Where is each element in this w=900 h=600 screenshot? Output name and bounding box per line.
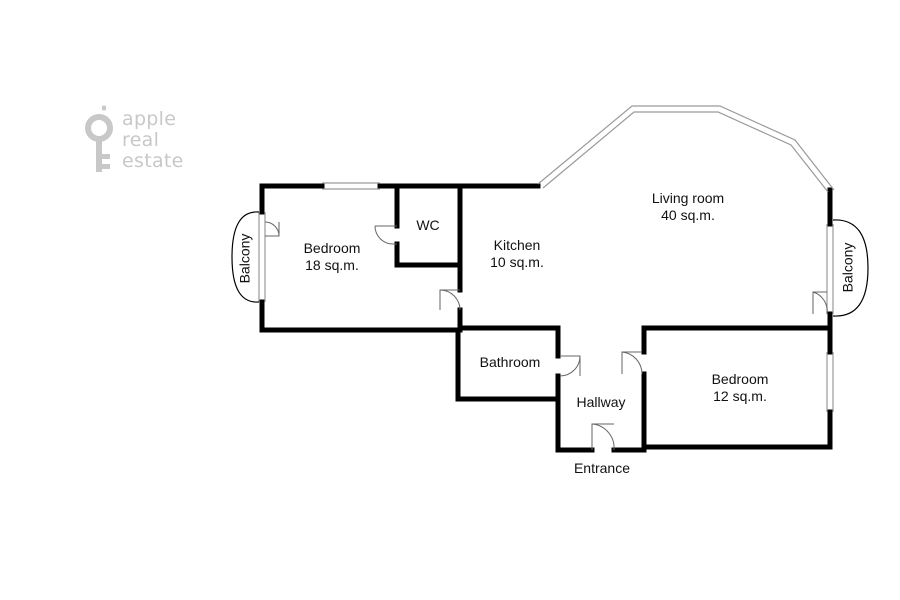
door-balcony-right [812,291,828,315]
doors [264,221,828,451]
room-bedroom-right-name: Bedroom [711,371,769,387]
room-bathroom-name: Bathroom [479,354,541,370]
window-bay-inner [542,111,829,193]
room-hallway-name: Hallway [576,394,626,410]
balcony-right-outline [832,219,869,317]
door-bathroom [559,355,581,377]
door-wc [374,225,397,245]
window-right-balcony [826,224,834,314]
window-left-balcony [258,212,266,302]
room-balcony-right: Balcony [840,238,857,298]
room-kitchen-area: 10 sq.m. [490,254,544,270]
room-living: Living room 40 sq.m. [636,190,740,224]
entrance-label-text: Entrance [573,460,631,476]
window-left-bedroom-top [322,182,380,190]
logo-line-3: estate [122,150,184,172]
door-entrance [591,423,615,451]
windows [258,105,835,412]
balconies [231,211,869,317]
room-bedroom-left: Bedroom 18 sq.m. [292,240,372,274]
logo-text: apple real estate [122,109,184,172]
room-hallway: Hallway [566,394,636,411]
room-living-name: Living room [651,190,725,206]
door-balcony-left [264,221,280,237]
room-kitchen-name: Kitchen [493,237,541,253]
balcony-left-outline [231,211,260,303]
window-bedroom12-right [826,352,834,412]
door-bedroom12 [621,351,643,375]
room-living-area: 40 sq.m. [661,207,715,223]
room-bedroom-left-name: Bedroom [303,240,361,256]
room-bathroom: Bathroom [466,354,554,371]
window-bay-outer [537,105,835,191]
logo-line-2: real [122,129,160,151]
logo-line-1: apple [122,108,177,130]
room-wc: WC [406,217,450,234]
door-kitchen [439,289,461,311]
entrance-label: Entrance [562,460,642,477]
room-balcony-right-name: Balcony [839,242,856,293]
room-balcony-left-name: Balcony [236,233,253,284]
room-bedroom-right: Bedroom 12 sq.m. [700,371,780,405]
walls [259,183,833,453]
logo: apple real estate [82,104,212,180]
room-kitchen: Kitchen 10 sq.m. [478,237,556,271]
room-bedroom-left-area: 18 sq.m. [305,257,359,273]
apple-key-icon [85,105,113,172]
room-bedroom-right-area: 12 sq.m. [713,388,767,404]
room-balcony-left: Balcony [237,229,254,289]
room-wc-name: WC [416,217,440,233]
